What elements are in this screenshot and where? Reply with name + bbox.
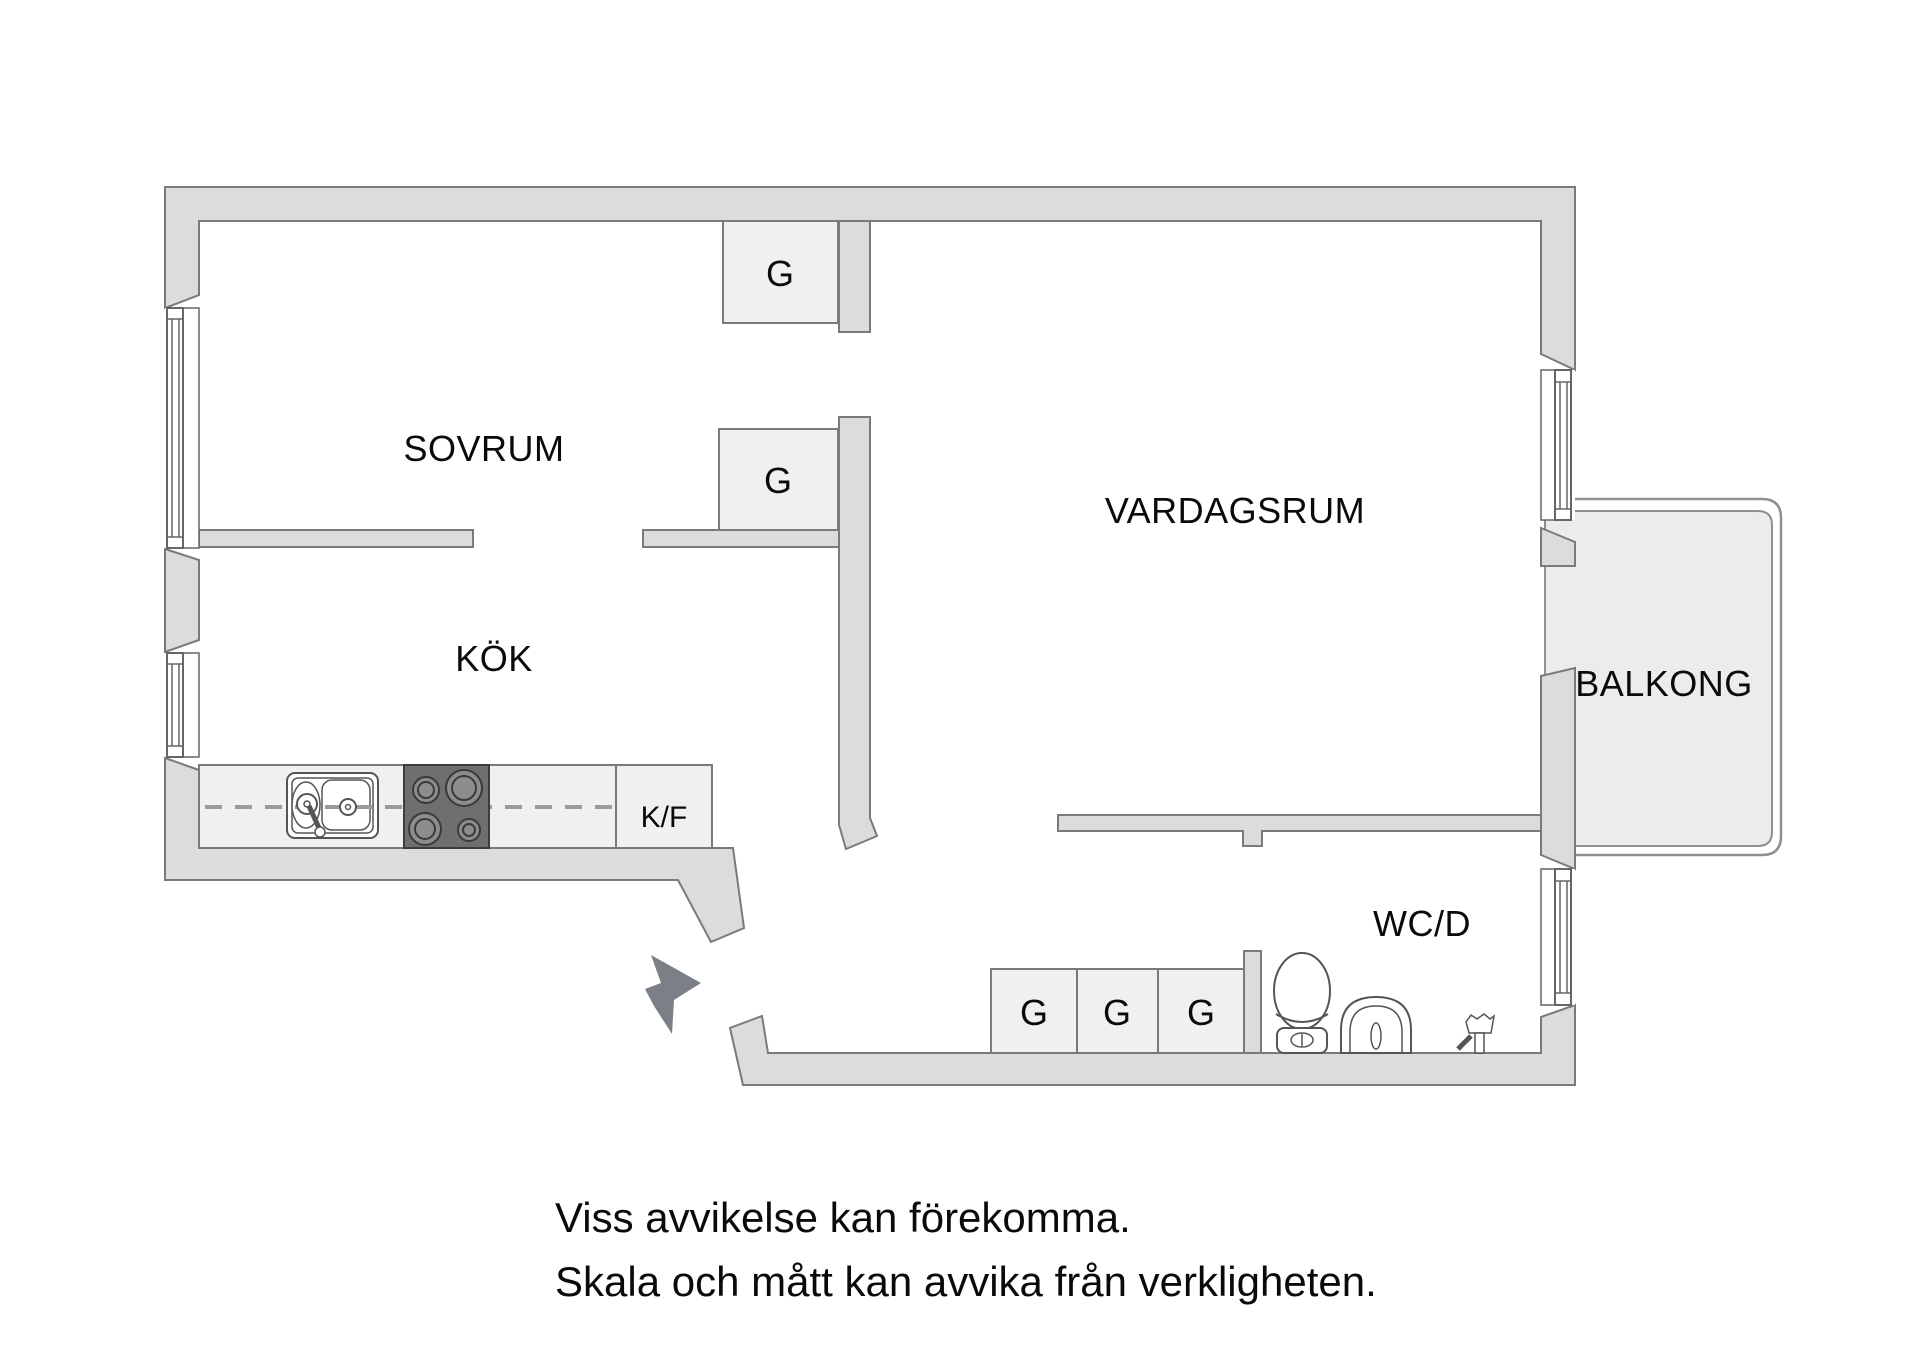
wall-hall-living — [838, 416, 879, 851]
wall-stub-closet-top — [838, 220, 871, 333]
wardrobe-label: G — [1187, 992, 1215, 1033]
disclaimer: Viss avvikelse kan förekomma. Skala och … — [555, 1194, 1377, 1305]
balcony-outer-rail — [1545, 497, 1783, 857]
wardrobe-box — [1076, 968, 1159, 1054]
bathroom-label: WC/D — [1373, 903, 1471, 944]
interior-walls — [198, 220, 1542, 1054]
labels: SOVRUM KÖK VARDAGSRUM WC/D BALKONG K/F G… — [403, 253, 1752, 1033]
wardrobe-box — [718, 428, 839, 531]
window-bathroom-icon — [1540, 868, 1575, 1006]
wardrobe-label: G — [1020, 992, 1048, 1033]
balcony-area — [1544, 497, 1783, 857]
faucet-icon — [296, 793, 357, 838]
wall-right-lower — [1540, 666, 1576, 871]
disclaimer-line-2: Skala och mått kan avvika från verklighe… — [555, 1258, 1377, 1305]
wardrobes — [718, 220, 1245, 1054]
window-bedroom-icon — [165, 307, 200, 549]
wardrobe-label: G — [764, 460, 792, 501]
wall-right-upper-jamb — [1540, 526, 1576, 567]
washbasin-icon — [1340, 995, 1412, 1054]
wardrobe-box — [1157, 968, 1245, 1054]
toilet-icon — [1273, 952, 1331, 1054]
kitchen-label: KÖK — [455, 638, 533, 679]
wardrobe-box — [990, 968, 1078, 1054]
fridge-freezer-label: K/F — [641, 801, 688, 834]
wardrobe-label: G — [1103, 992, 1131, 1033]
bedroom-label: SOVRUM — [403, 428, 564, 469]
wall-living-bathroom — [1057, 814, 1542, 847]
window-kitchen-icon — [165, 652, 200, 758]
wardrobe-label: G — [766, 253, 794, 294]
wardrobe-box — [722, 220, 839, 324]
wall-bedroom-kitchen-right — [642, 529, 871, 548]
shower-tap-icon — [1456, 1013, 1496, 1054]
wall-left-middle — [164, 547, 200, 654]
window-living-room-icon — [1540, 369, 1575, 521]
living-room-label: VARDAGSRUM — [1105, 490, 1365, 531]
balcony-inner-rail — [1544, 510, 1773, 847]
wall-bottom — [728, 1003, 1576, 1086]
entrance-arrow-icon — [645, 955, 701, 1034]
wall-top — [164, 186, 1576, 372]
kitchen-counter — [198, 764, 713, 849]
stove-icon — [403, 764, 490, 849]
balcony-label: BALKONG — [1575, 663, 1753, 704]
wall-bedroom-kitchen-left — [198, 529, 474, 548]
disclaimer-line-1: Viss avvikelse kan förekomma. — [555, 1194, 1131, 1241]
wall-stub-bathroom — [1243, 950, 1262, 1054]
